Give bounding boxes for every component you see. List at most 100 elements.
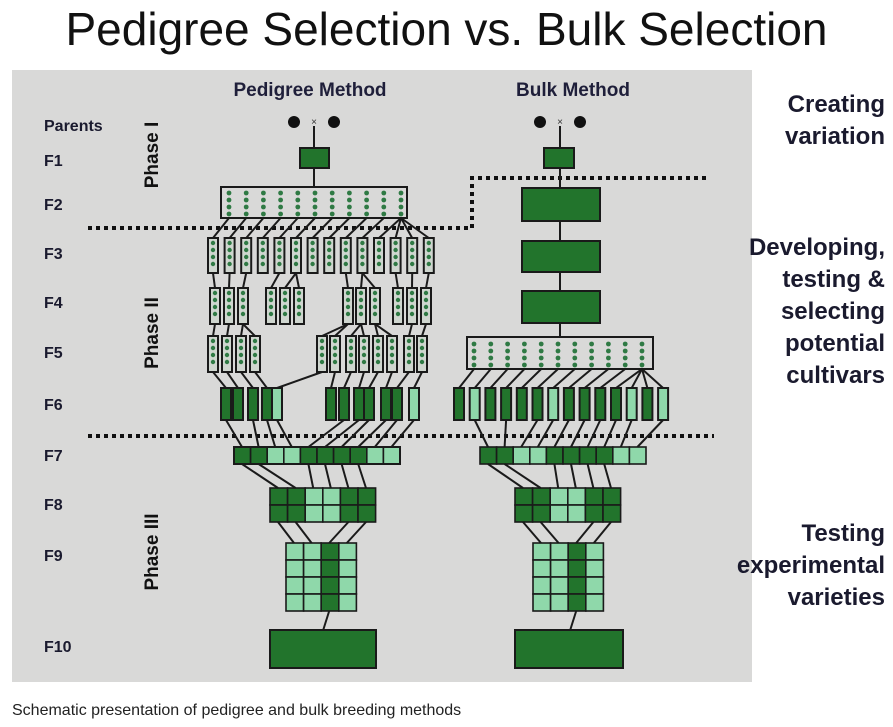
bulk-f9-plot [549, 559, 569, 578]
seed-dot-icon [409, 304, 415, 310]
diagram-panel [12, 70, 752, 682]
connector-line [295, 272, 300, 289]
connector-line [270, 272, 281, 289]
seed-dot-icon [471, 355, 477, 361]
parent-dot-icon [534, 116, 546, 128]
connector-line [520, 419, 539, 448]
bulk-f6-plot [500, 387, 513, 421]
seed-dot-icon [395, 304, 401, 310]
seed-dot-icon [312, 197, 318, 203]
seed-dot-icon [364, 190, 369, 196]
pedigree-f7-frame [233, 446, 401, 465]
connector-line [245, 217, 265, 239]
seed-dot-icon [345, 304, 351, 310]
connector-line [641, 368, 664, 389]
pedigree-f7-plot [249, 446, 269, 465]
bulk-f9-plot [532, 559, 552, 578]
seed-dot-icon [376, 240, 382, 246]
side-label-line: selecting [780, 298, 885, 325]
seed-dot-icon [243, 211, 249, 217]
bulk-f7-plot [595, 446, 614, 465]
connector-line [394, 217, 402, 239]
bulk-f9-plot [532, 593, 552, 612]
seed-dot-icon [278, 211, 283, 217]
seed-dot-icon [327, 254, 332, 260]
pedigree-f6-plot [232, 387, 244, 421]
seed-dot-icon [409, 311, 415, 317]
pedigree-f7-plot [299, 446, 318, 465]
seed-dot-icon [268, 304, 274, 310]
seed-dot-icon [210, 247, 216, 253]
seed-dot-icon [639, 341, 645, 347]
connector-line [503, 419, 508, 448]
pedigree-f9-plot [320, 542, 340, 561]
seed-dot-icon [312, 190, 318, 196]
seed-dot-icon [606, 355, 611, 361]
seed-dot-icon [406, 359, 412, 365]
connector-line [425, 272, 430, 289]
seed-dot-icon [260, 247, 265, 253]
connector-line [311, 217, 333, 239]
seed-dot-icon [372, 311, 378, 317]
connector-line [593, 521, 612, 544]
seed-dot-icon [293, 254, 299, 260]
seed-dot-icon [471, 341, 477, 347]
seed-dot-icon [505, 355, 510, 361]
seed-dot-icon [398, 211, 404, 217]
seed-dot-icon [238, 359, 244, 365]
seed-dot-icon [347, 204, 352, 210]
seed-dot-icon [639, 348, 645, 354]
side-label-line: Testing [801, 520, 885, 547]
seed-dot-icon [332, 352, 338, 358]
seed-dot-icon [639, 362, 645, 368]
seed-dot-icon [252, 338, 258, 344]
pedigree-f8-plot [269, 504, 289, 523]
pedigree-f6-plot [220, 387, 232, 421]
seed-dot-icon [395, 297, 401, 303]
seed-dot-icon [224, 359, 230, 365]
seed-dot-icon [295, 211, 301, 217]
bulk-f6-plot [562, 387, 575, 421]
connector-line [212, 217, 230, 239]
side-label-testing: Testing experimental varieties [737, 518, 885, 614]
bulk-f1-plant [543, 147, 575, 169]
bulk-f6-plot [453, 387, 465, 421]
seed-dot-icon [406, 352, 412, 358]
seed-dot-icon [410, 247, 415, 253]
seed-dot-icon [310, 240, 315, 246]
connector-line [361, 272, 376, 289]
pedigree-f8-plot [269, 487, 289, 506]
bulk-f9-plot [584, 593, 605, 612]
pedigree-f9-plot [302, 593, 323, 612]
side-label-creating: Creating variation [785, 89, 885, 153]
seed-dot-icon [210, 359, 216, 365]
pedigree-f1-plant [299, 147, 330, 169]
connector-line [350, 323, 362, 337]
bulk-f7-plot [495, 446, 515, 465]
seed-dot-icon [312, 211, 318, 217]
seed-dot-icon [296, 311, 302, 317]
connector-line [258, 463, 297, 489]
seed-dot-icon [332, 345, 338, 351]
seed-dot-icon [358, 297, 364, 303]
pedigree-f8-plot [357, 487, 377, 506]
seed-dot-icon [226, 304, 232, 310]
seed-dot-icon [375, 359, 381, 365]
parent-dot-icon [328, 116, 340, 128]
seed-dot-icon [347, 190, 352, 196]
connector-line [536, 419, 555, 448]
seed-dot-icon [395, 290, 401, 296]
bulk-f7-plot [528, 446, 548, 465]
bulk-f7-plot [562, 446, 581, 465]
side-label-line: testing & [782, 266, 885, 293]
seed-dot-icon [393, 254, 398, 260]
pedigree-f8-plot [304, 487, 324, 506]
pedigree-f7-plot [382, 446, 401, 465]
seed-dot-icon [639, 355, 645, 361]
seed-dot-icon [343, 247, 348, 253]
seed-dot-icon [409, 290, 415, 296]
pedigree-f9-plot [285, 576, 305, 595]
pedigree-f9-plot [285, 559, 305, 578]
connector-line [536, 368, 559, 389]
bulk-f8-plot [566, 504, 587, 523]
